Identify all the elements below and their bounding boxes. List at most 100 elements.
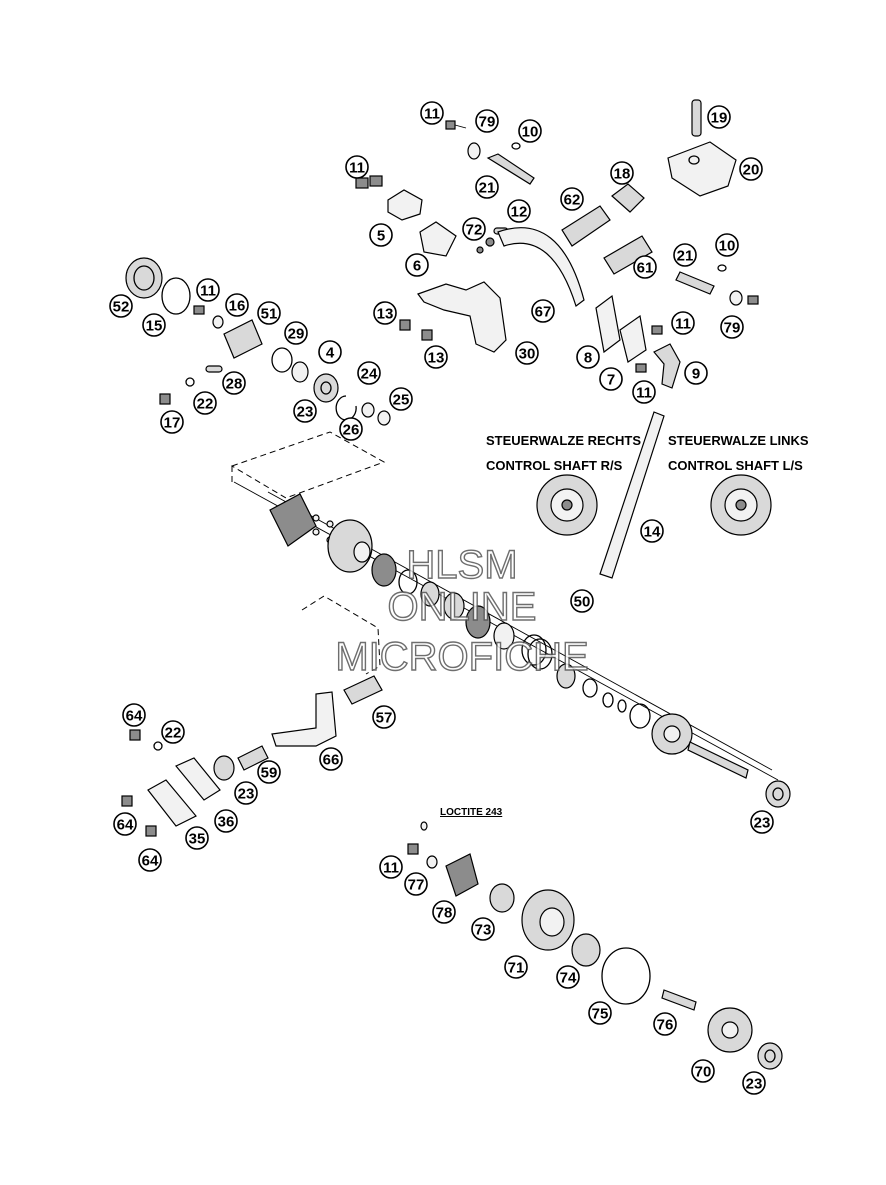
callout-circle <box>432 900 456 924</box>
callout-number: 22 <box>197 396 214 413</box>
callout-number: 71 <box>508 960 525 977</box>
callout-8: 8 <box>576 345 600 369</box>
callout-circle <box>715 233 739 257</box>
callout-circle <box>518 119 542 143</box>
callout-number: 10 <box>719 238 736 255</box>
control-left-label-de: STEUERWALZE LINKS <box>668 433 809 448</box>
callout-circle <box>234 781 258 805</box>
callout-number: 24 <box>361 366 378 383</box>
callout-77: 77 <box>404 872 428 896</box>
callout-23: 23 <box>750 810 774 834</box>
callout-circle <box>109 294 133 318</box>
callout-number: 70 <box>695 1064 712 1081</box>
callout-circle <box>373 301 397 325</box>
gear-part <box>223 319 263 359</box>
callout-70: 70 <box>691 1059 715 1083</box>
callout-72: 72 <box>462 217 486 241</box>
callout-number: 21 <box>677 248 694 265</box>
callout-number: 5 <box>377 228 385 245</box>
control-shaft-gears <box>536 474 772 536</box>
callout-number: 12 <box>511 204 528 221</box>
callout-number: 8 <box>584 350 592 367</box>
callout-79: 79 <box>720 315 744 339</box>
callout-circle <box>462 217 486 241</box>
callout-75: 75 <box>588 1001 612 1025</box>
callout-circle <box>707 105 731 129</box>
callout-circle <box>531 299 555 323</box>
plate-part <box>595 294 621 354</box>
callout-10: 10 <box>715 233 739 257</box>
callout-circle <box>318 340 342 364</box>
callout-29: 29 <box>284 321 308 345</box>
callout-circle <box>671 311 695 335</box>
callout-circle <box>257 760 281 784</box>
callout-number: 67 <box>535 304 552 321</box>
callout-number: 77 <box>408 877 425 894</box>
watermark-line-3: MICROFICHE <box>335 635 588 679</box>
callout-number: 9 <box>692 366 700 383</box>
callout-circle <box>319 747 343 771</box>
callout-13: 13 <box>424 345 448 369</box>
upper-parts-group <box>355 99 759 389</box>
cover-part <box>175 757 221 801</box>
roller-part <box>603 235 653 275</box>
callout-22: 22 <box>161 720 185 744</box>
watermark-line-2: ONLINE <box>388 585 537 629</box>
loctite-label: LOCTITE 243 <box>440 807 503 818</box>
callout-number: 13 <box>377 306 394 323</box>
callout-11: 11 <box>632 380 656 404</box>
callout-circle <box>507 199 531 223</box>
callout-circle <box>404 872 428 896</box>
control-left-label-en: CONTROL SHAFT L/S <box>668 458 803 473</box>
callout-number: 50 <box>574 594 591 611</box>
callout-74: 74 <box>556 965 580 989</box>
callout-circle <box>475 109 499 133</box>
callout-number: 11 <box>383 860 399 877</box>
callout-circle <box>653 1012 677 1036</box>
callout-circle <box>369 223 393 247</box>
control-right-label-de: STEUERWALZE RECHTS <box>486 433 641 448</box>
callout-24: 24 <box>357 361 381 385</box>
bracket-part <box>387 189 423 221</box>
callout-11: 11 <box>420 101 444 125</box>
callout-circle <box>345 155 369 179</box>
callout-number: 20 <box>743 162 760 179</box>
callout-78: 78 <box>432 900 456 924</box>
callout-circle <box>389 387 413 411</box>
shaft-part <box>661 989 697 1011</box>
impeller-part <box>445 853 479 897</box>
lever-part <box>271 691 337 747</box>
callout-number: 23 <box>746 1076 763 1093</box>
callout-circle <box>257 301 281 325</box>
callout-circle <box>750 810 774 834</box>
callout-9: 9 <box>684 361 708 385</box>
callout-71: 71 <box>504 955 528 979</box>
callout-number: 75 <box>592 1006 609 1023</box>
callout-number: 36 <box>218 814 235 831</box>
callout-number: 11 <box>675 316 691 333</box>
callout-number: 11 <box>349 160 365 177</box>
callout-66: 66 <box>319 747 343 771</box>
callout-number: 51 <box>261 306 278 323</box>
callout-number: 28 <box>226 376 243 393</box>
callout-number: 52 <box>113 299 130 316</box>
callout-circle <box>684 361 708 385</box>
callout-circle <box>632 380 656 404</box>
callout-30: 30 <box>515 341 539 365</box>
callout-circle <box>160 410 184 434</box>
callout-51: 51 <box>257 301 281 325</box>
callout-62: 62 <box>560 187 584 211</box>
callout-64: 64 <box>122 703 146 727</box>
callout-circle <box>122 703 146 727</box>
callout-circle <box>691 1059 715 1083</box>
callout-circle <box>570 589 594 613</box>
callout-21: 21 <box>673 243 697 267</box>
gasket-part <box>147 779 197 827</box>
callout-number: 15 <box>146 318 163 335</box>
callout-circle <box>515 341 539 365</box>
callout-number: 6 <box>413 258 421 275</box>
callout-circle <box>633 255 657 279</box>
callout-circle <box>742 1071 766 1095</box>
left-upper-parts-group <box>125 257 391 426</box>
